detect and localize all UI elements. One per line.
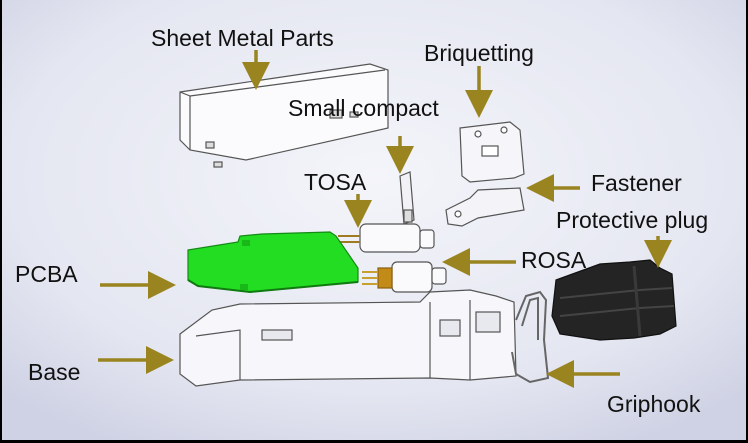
label-tosa: TOSA — [304, 169, 367, 195]
label-fastener: Fastener — [591, 170, 682, 196]
rosa-part — [362, 261, 447, 293]
griphook-part — [511, 290, 550, 384]
label-sheet-metal-parts: Sheet Metal Parts — [151, 25, 334, 51]
label-small-compact: Small compact — [288, 95, 439, 121]
label-rosa: ROSA — [521, 247, 587, 273]
base-part — [179, 289, 517, 387]
label-base: Base — [28, 359, 81, 385]
label-griphook: Griphook — [607, 391, 701, 417]
label-protective-plug: Protective plug — [556, 207, 709, 233]
sheet-metal-part — [179, 63, 389, 168]
label-briquetting: Briquetting — [424, 40, 534, 66]
callout-arrows — [98, 50, 672, 388]
tosa-part — [338, 223, 435, 253]
briquetting-part — [459, 121, 525, 183]
protective-plug-part — [551, 259, 677, 341]
fastener-part — [445, 187, 525, 227]
label-pcba: PCBA — [15, 261, 78, 287]
pcba-part — [187, 231, 359, 294]
